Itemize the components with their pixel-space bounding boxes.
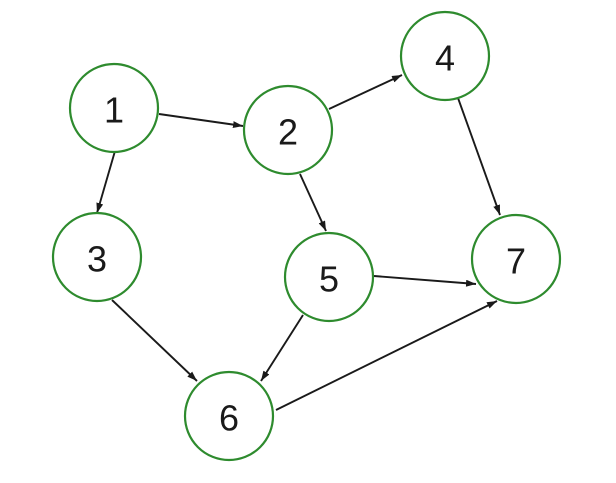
graph-node-label-2: 2 bbox=[278, 112, 298, 153]
graph-node-circle-7 bbox=[470, 213, 562, 305]
graph-edge-1-3 bbox=[96, 150, 116, 214]
graph-node-circle-5 bbox=[283, 231, 375, 323]
graph-edge-1-2 bbox=[158, 113, 244, 129]
graph-edge-5-6 bbox=[260, 314, 304, 382]
graph-node-5: 5 bbox=[283, 231, 375, 323]
graph-edge-2-5 bbox=[299, 173, 327, 232]
graph-node-circle-1 bbox=[68, 62, 160, 154]
graph-node-circle-2 bbox=[242, 84, 334, 176]
graph-node-2: 2 bbox=[242, 84, 334, 176]
graph-edge-2-4 bbox=[328, 74, 403, 110]
graph-edge-6-7 bbox=[275, 300, 498, 411]
graph-edge-3-6 bbox=[111, 299, 198, 382]
graph-node-7: 7 bbox=[470, 213, 562, 305]
graph-node-4: 4 bbox=[399, 10, 491, 102]
graph-node-label-3: 3 bbox=[87, 239, 107, 280]
graph-node-label-6: 6 bbox=[219, 398, 239, 439]
graph-node-label-1: 1 bbox=[104, 90, 124, 131]
graph-node-3: 3 bbox=[51, 211, 143, 303]
graph-edge-4-7 bbox=[457, 97, 501, 216]
graph-node-label-5: 5 bbox=[319, 259, 339, 300]
graph-node-1: 1 bbox=[68, 62, 160, 154]
graph-node-circle-6 bbox=[183, 370, 275, 462]
graph-node-6: 6 bbox=[183, 370, 275, 462]
graph-node-circle-3 bbox=[51, 211, 143, 303]
graph-node-label-7: 7 bbox=[506, 241, 526, 282]
graph-edge-5-7 bbox=[373, 275, 477, 287]
graph-node-label-4: 4 bbox=[435, 38, 455, 79]
graph-node-circle-4 bbox=[399, 10, 491, 102]
